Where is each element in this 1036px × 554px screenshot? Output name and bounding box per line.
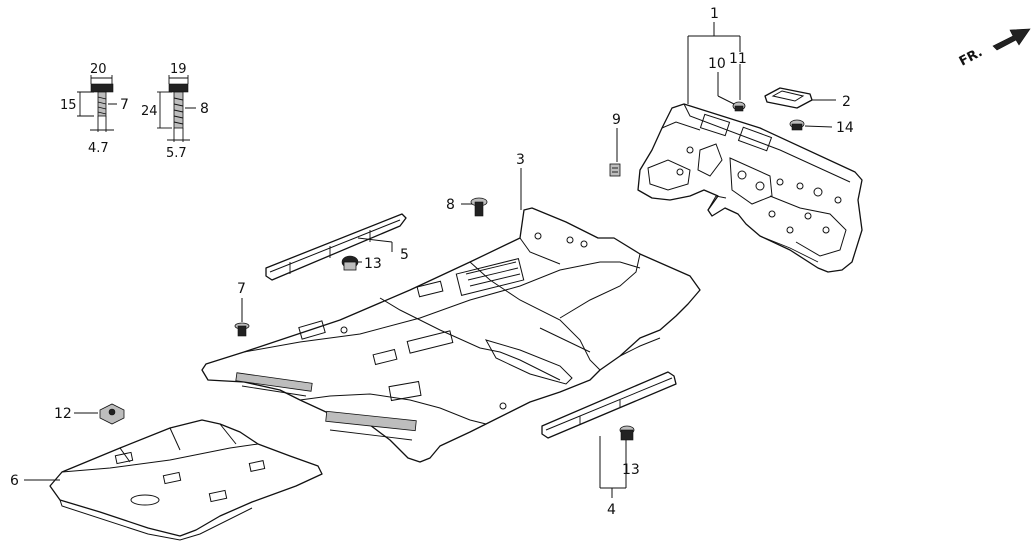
clip-13-lower xyxy=(619,425,635,441)
clip-8-fastener xyxy=(470,197,488,217)
callout-12: 12 xyxy=(54,406,72,422)
front-arrow-icon xyxy=(992,28,1031,51)
callout-13-lower: 13 xyxy=(622,462,640,478)
clip-14 xyxy=(789,119,805,131)
clip-12 xyxy=(99,403,125,425)
clip7-length-dim: 15 xyxy=(60,98,77,113)
clip7-dia-dim: 4.7 xyxy=(88,141,109,156)
clip8-head xyxy=(168,83,189,93)
callout-14: 14 xyxy=(836,120,854,136)
callout-1: 1 xyxy=(710,6,719,22)
clip8-length-dim: 24 xyxy=(141,104,158,119)
front-arrow-label: FR. xyxy=(957,45,985,70)
clip-7-fastener xyxy=(234,322,250,337)
sill-trim-part-4 xyxy=(541,371,677,439)
callout-10: 10 xyxy=(708,56,726,72)
callout-2: 2 xyxy=(842,94,851,110)
clip7-head xyxy=(90,83,114,93)
pad-part-2 xyxy=(764,87,813,109)
callout-3: 3 xyxy=(516,152,525,168)
clip8-head-dim: 19 xyxy=(170,62,187,77)
clip-13-upper xyxy=(341,255,359,271)
callout-8: 8 xyxy=(446,197,455,213)
clip-10-11 xyxy=(732,101,746,112)
callout-7-detail: 7 xyxy=(120,97,129,113)
clip-7-detail: 20 15 7 4.7 xyxy=(60,62,129,156)
callout-7: 7 xyxy=(237,281,246,297)
callout-8-detail: 8 xyxy=(200,101,209,117)
callout-6: 6 xyxy=(10,473,19,489)
leader-lines xyxy=(24,22,836,498)
callout-4: 4 xyxy=(607,502,616,518)
sill-trim-part-5 xyxy=(265,213,407,281)
callout-11: 11 xyxy=(729,51,747,67)
rear-mat-part-6 xyxy=(49,419,323,541)
clip-8-detail: 19 24 8 5.7 xyxy=(141,62,209,161)
callout-13-upper: 13 xyxy=(364,256,382,272)
callout-9: 9 xyxy=(612,112,621,128)
clip8-dia-dim: 5.7 xyxy=(166,146,187,161)
floor-carpet-part-3 xyxy=(201,207,701,463)
dash-insulator-part-1 xyxy=(637,103,863,273)
clip-9 xyxy=(609,163,621,177)
front-direction-indicator: FR. xyxy=(957,28,1031,70)
callout-5: 5 xyxy=(400,247,409,263)
clip7-head-dim: 20 xyxy=(90,62,107,77)
callout-labels: 1 10 11 2 14 9 3 8 5 13 7 12 6 13 4 xyxy=(10,6,854,518)
